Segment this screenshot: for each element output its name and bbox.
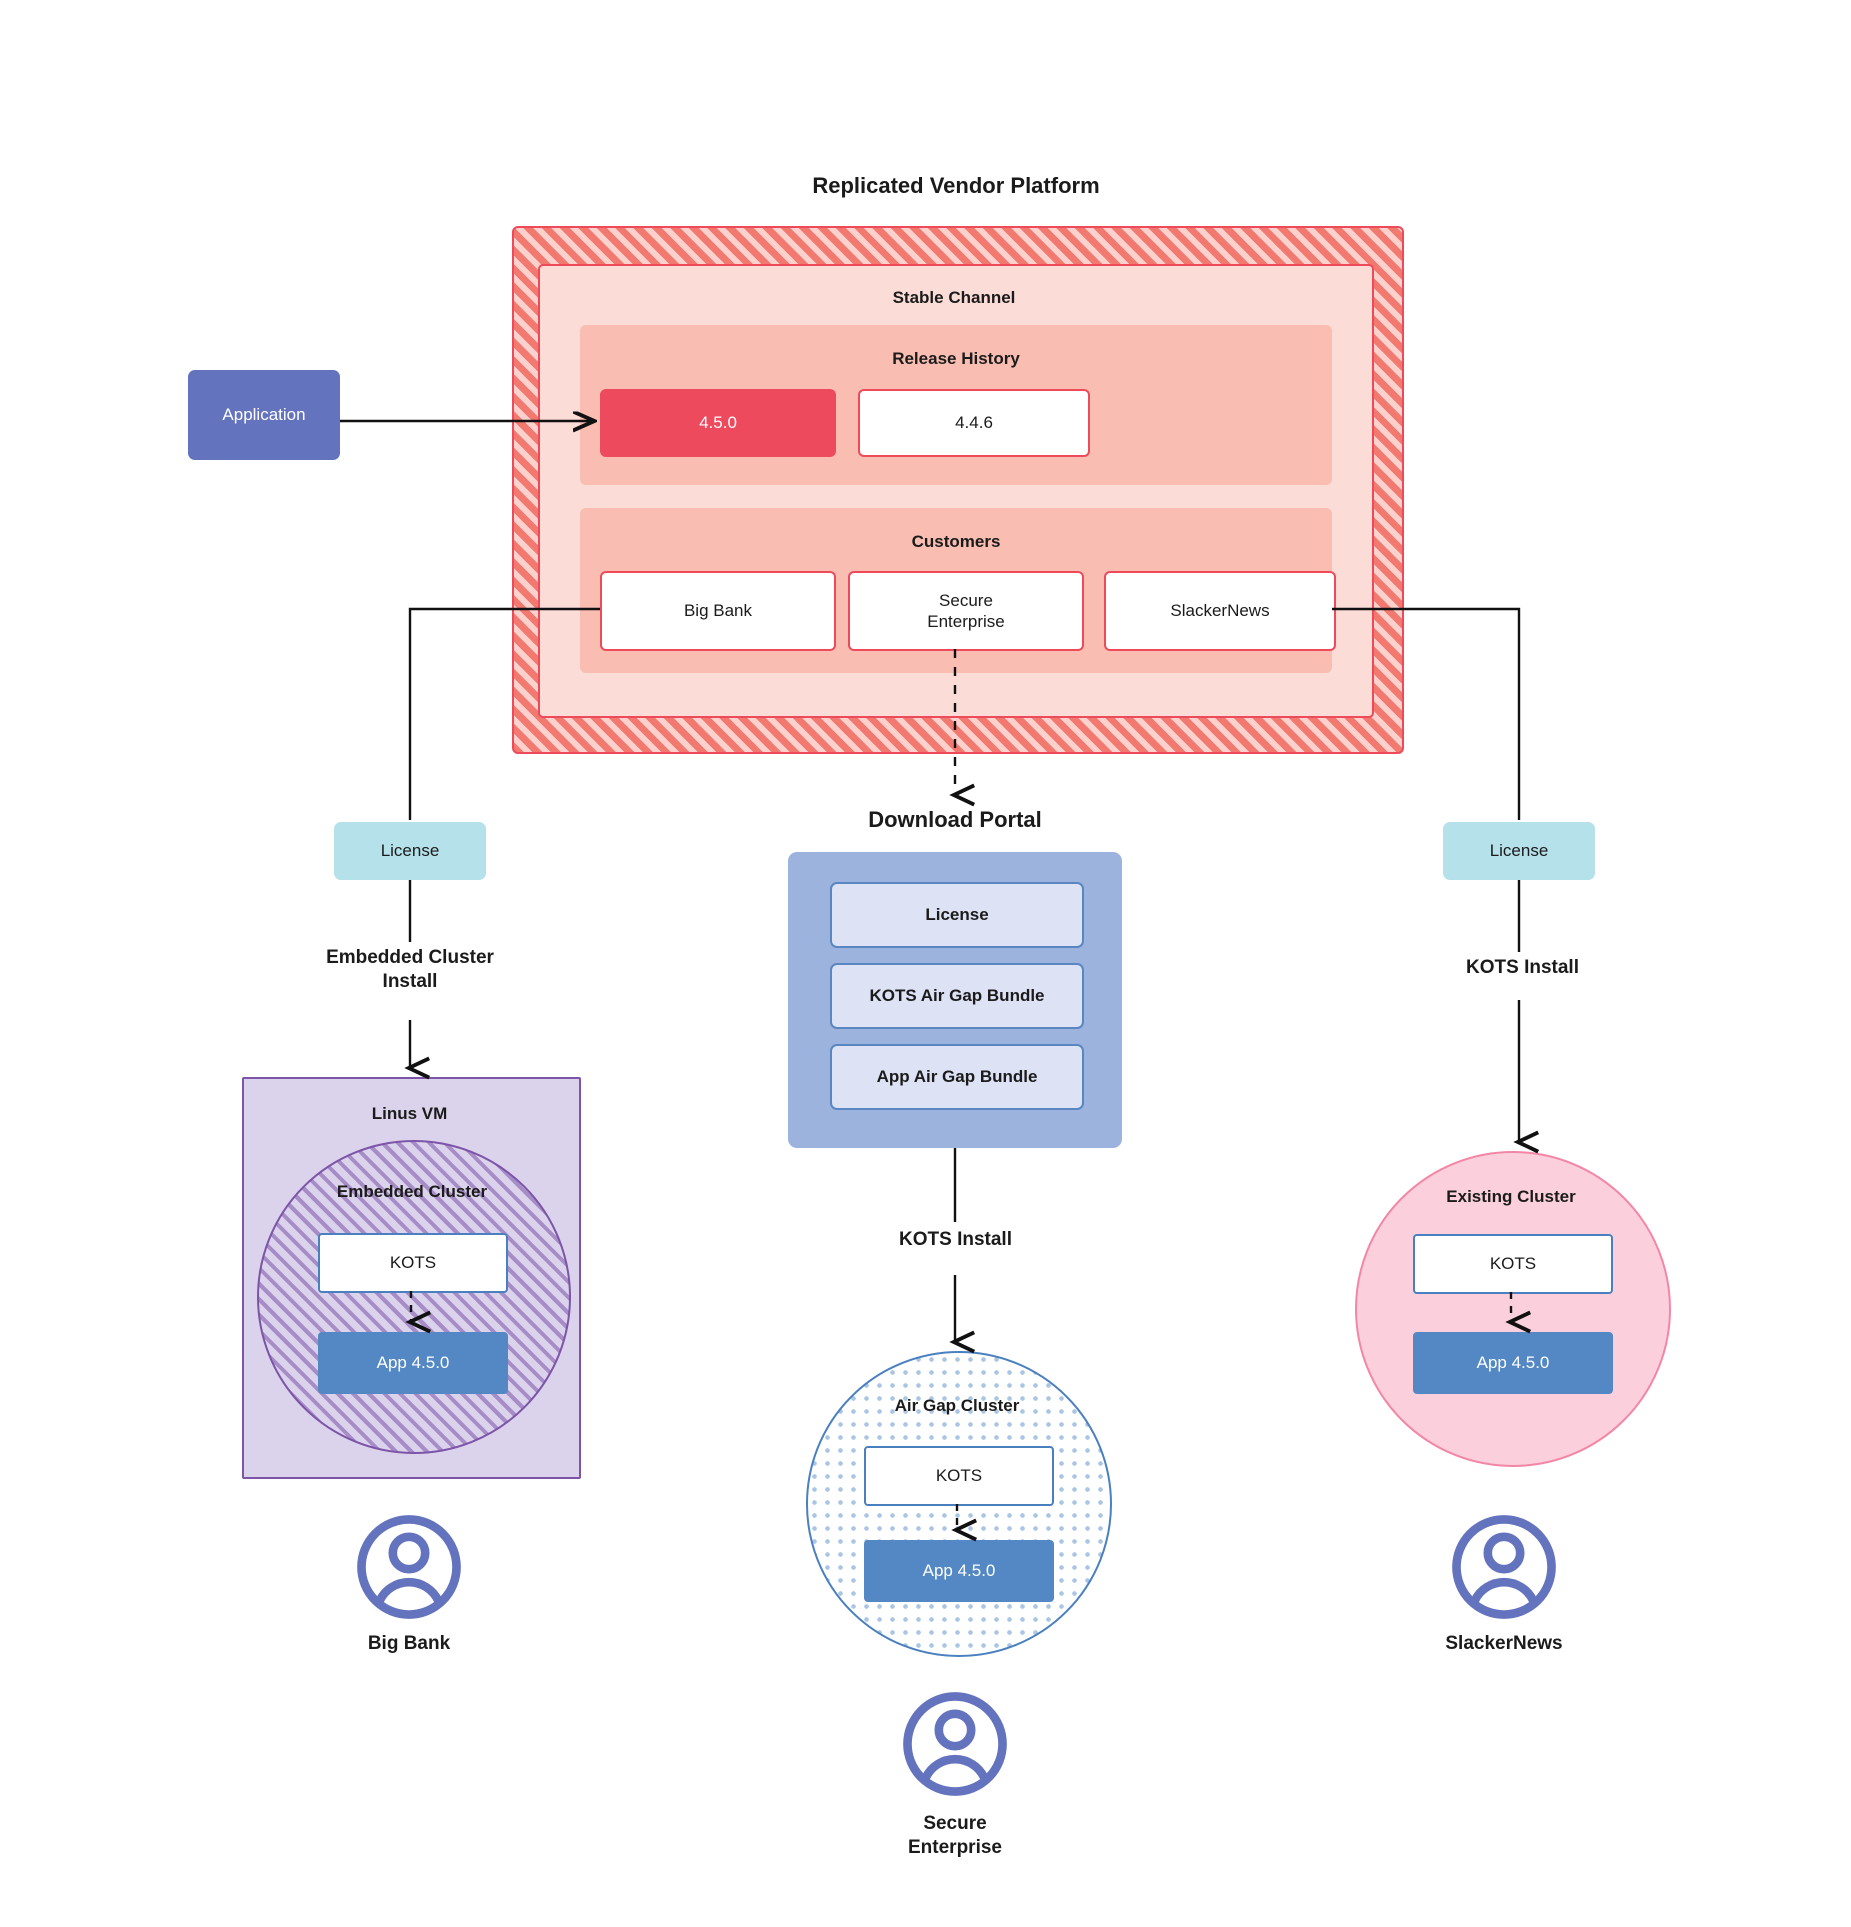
license-chip-right[interactable]: License: [1443, 822, 1595, 880]
existing-cluster-kots-box[interactable]: KOTS: [1413, 1234, 1613, 1294]
linux-vm-title: Linus VM: [371, 1104, 448, 1123]
application-node[interactable]: Application: [188, 370, 340, 460]
install-label-embedded: Embedded Cluster Install: [326, 947, 494, 993]
stable-channel-title: Stable Channel: [892, 288, 1016, 307]
customer-chip-secure-enterprise[interactable]: Secure Enterprise: [848, 571, 1084, 651]
release-history-title: Release History: [892, 349, 1020, 368]
airgap-cluster-app-box[interactable]: App 4.5.0: [864, 1540, 1054, 1602]
release-chip-previous[interactable]: 4.4.6: [858, 389, 1090, 457]
existing-cluster-app-box[interactable]: App 4.5.0: [1413, 1332, 1613, 1394]
customer-endpoint-label-secure-enterprise: Secure Enterprise: [908, 1813, 1002, 1859]
embedded-cluster-kots-box[interactable]: KOTS: [318, 1233, 508, 1293]
release-chip-current[interactable]: 4.5.0: [600, 389, 836, 457]
airgap-cluster-title: Air Gap Cluster: [894, 1396, 1020, 1415]
customers-title: Customers: [911, 532, 1001, 551]
customer-endpoint-label-big-bank: Big Bank: [367, 1633, 451, 1654]
portal-item-kots-airgap-bundle[interactable]: KOTS Air Gap Bundle: [830, 963, 1084, 1029]
user-avatar-icon: [1450, 1513, 1558, 1621]
existing-cluster-container: [1355, 1151, 1671, 1467]
license-chip-left[interactable]: License: [334, 822, 486, 880]
embedded-cluster-container: [257, 1140, 571, 1454]
embedded-cluster-title: Embedded Cluster: [336, 1182, 488, 1201]
existing-cluster-title: Existing Cluster: [1446, 1187, 1576, 1206]
user-avatar-icon: [901, 1690, 1009, 1798]
portal-item-app-airgap-bundle[interactable]: App Air Gap Bundle: [830, 1044, 1084, 1110]
download-portal-title: Download Portal: [868, 807, 1042, 832]
embedded-cluster-app-box[interactable]: App 4.5.0: [318, 1332, 508, 1394]
install-label-center-kots: KOTS Install: [899, 1229, 1012, 1250]
airgap-cluster-kots-box[interactable]: KOTS: [864, 1446, 1054, 1506]
user-avatar-icon: [355, 1513, 463, 1621]
portal-item-license[interactable]: License: [830, 882, 1084, 948]
customer-chip-slackernews[interactable]: SlackerNews: [1104, 571, 1336, 651]
page-title: Replicated Vendor Platform: [812, 173, 1100, 198]
install-label-right-kots: KOTS Install: [1466, 957, 1579, 978]
customer-endpoint-label-slackernews: SlackerNews: [1445, 1633, 1563, 1654]
customer-chip-big-bank[interactable]: Big Bank: [600, 571, 836, 651]
